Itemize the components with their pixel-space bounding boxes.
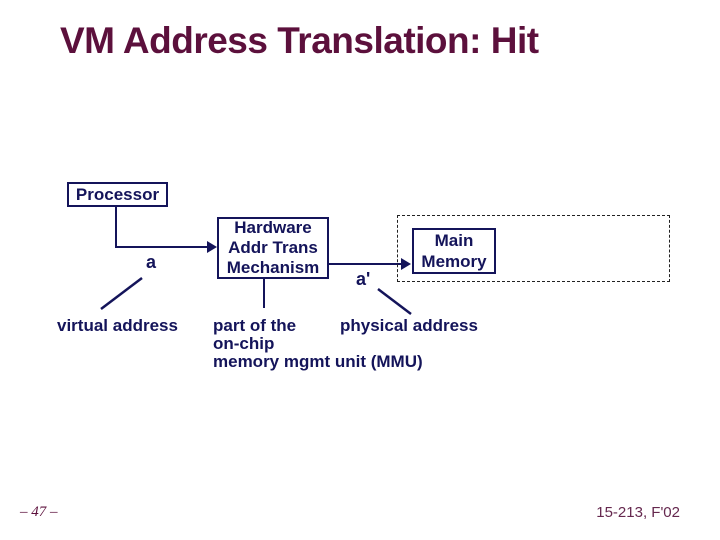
label-a: a — [146, 252, 157, 272]
course-footer: 15-213, F'02 — [596, 504, 680, 521]
hardware-down-line — [263, 279, 265, 308]
a-to-hardware-line — [115, 246, 208, 248]
arrowhead-into-main-memory — [401, 258, 411, 270]
main-memory-dashed-region — [397, 215, 670, 282]
main-memory-box: Main Memory — [412, 228, 496, 274]
mmu-note-line-3: memory mgmt unit (MMU) — [213, 352, 423, 371]
mmu-note-line-2: on-chip — [213, 334, 275, 353]
main-memory-line-2: Memory — [421, 252, 487, 271]
virtual-address-label: virtual address — [57, 316, 178, 335]
virtual-address-pointer-line — [100, 277, 143, 310]
physical-address-pointer-line — [377, 288, 412, 315]
processor-down-line — [115, 206, 117, 247]
hardware-addr-trans-box: Hardware Addr Trans Mechanism — [217, 217, 329, 279]
arrowhead-into-hardware — [207, 241, 217, 253]
hw-box-line-2: Addr Trans — [228, 238, 318, 257]
mmu-note-line-1: part of the — [213, 316, 297, 335]
mmu-note: part of the on-chip memory mgmt unit (MM… — [213, 317, 423, 371]
page-number: – 47 – — [20, 504, 58, 520]
processor-label: Processor — [75, 184, 160, 204]
hw-box-line-1: Hardware — [234, 218, 312, 237]
label-a-prime: a' — [356, 269, 371, 289]
hardware-to-memory-line — [329, 263, 402, 265]
physical-address-label: physical address — [340, 316, 478, 335]
processor-box: Processor — [67, 182, 168, 207]
slide-title: VM Address Translation: Hit — [60, 20, 539, 61]
main-memory-line-1: Main — [434, 231, 474, 250]
hw-box-line-3: Mechanism — [226, 258, 320, 277]
